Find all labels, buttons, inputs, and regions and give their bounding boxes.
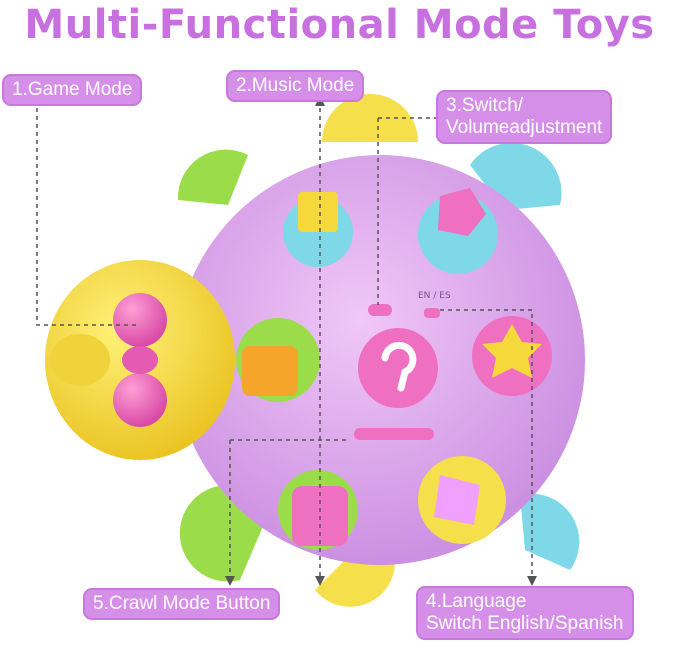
- lang-marking: EN / ES: [418, 291, 451, 301]
- toy-head: [45, 260, 235, 460]
- callout-switch: 3.Switch/ Volumeadjustment: [436, 90, 613, 144]
- page-title: Multi-Functional Mode Toys: [24, 2, 655, 48]
- shape-pegs: [236, 188, 552, 550]
- callout-language-line1: 4.Language: [426, 591, 527, 612]
- callout-language: 4.Language Switch English/Spanish: [416, 586, 634, 640]
- callout-switch-line1: 3.Switch/: [446, 95, 524, 116]
- language-switch[interactable]: [424, 308, 440, 318]
- callout-switch-line2: Volumeadjustment: [446, 117, 603, 138]
- callout-music-mode-text: 2.Music Mode: [236, 75, 355, 96]
- callout-lines: [36, 100, 533, 580]
- crawl-mode-button[interactable]: [354, 428, 434, 440]
- callout-music-mode: 2.Music Mode: [226, 70, 365, 102]
- callout-language-line2: Switch English/Spanish: [426, 613, 624, 634]
- callout-game-mode: 1.Game Mode: [2, 74, 143, 106]
- callout-crawl-mode: 5.Crawl Mode Button: [83, 588, 281, 620]
- volume-switch[interactable]: [368, 304, 392, 316]
- callout-game-mode-text: 1.Game Mode: [12, 79, 133, 100]
- music-button[interactable]: [358, 328, 438, 408]
- callout-crawl-mode-text: 5.Crawl Mode Button: [93, 593, 271, 614]
